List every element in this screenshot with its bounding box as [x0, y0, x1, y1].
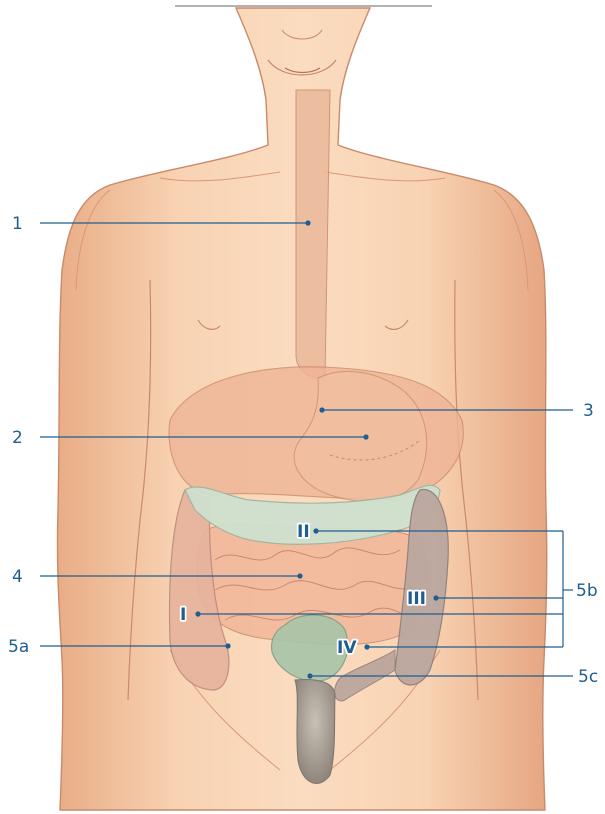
label-5a: 5a — [8, 637, 29, 657]
label-colon-section-II: II — [297, 522, 310, 542]
label-1: 1 — [12, 214, 23, 234]
label-4: 4 — [12, 567, 23, 587]
label-2: 2 — [12, 428, 23, 448]
rectum-shape — [295, 680, 335, 784]
label-3: 3 — [583, 401, 594, 421]
label-colon-section-I: I — [180, 605, 186, 625]
label-colon-section-III: III — [407, 589, 426, 609]
label-colon-section-IV: IV — [337, 638, 357, 658]
label-5b: 5b — [576, 581, 598, 601]
esophagus-shape — [296, 90, 330, 378]
label-5c: 5c — [578, 667, 598, 687]
